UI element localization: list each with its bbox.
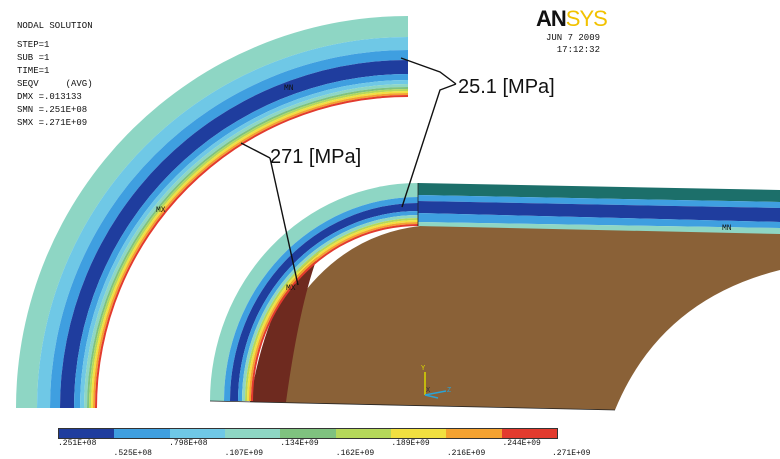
axis-y-label: Y bbox=[421, 365, 426, 373]
legend-label: .189E+09 bbox=[391, 439, 430, 448]
solution-info: NODAL SOLUTION STEP=1 SUB =1 TIME=1 SEQV… bbox=[17, 20, 93, 130]
legend-label: .251E+08 bbox=[58, 439, 97, 448]
right-model bbox=[209, 183, 780, 411]
color-legend: .251E+08 .525E+08 .798E+08 .107E+09 .134E+09… bbox=[58, 428, 590, 458]
mx-marker: MX bbox=[156, 206, 166, 215]
legend-swatch bbox=[335, 429, 391, 438]
mn-marker: MN bbox=[284, 84, 294, 93]
legend-swatch bbox=[224, 429, 281, 438]
info-time: TIME=1 bbox=[17, 66, 50, 76]
logo-sys: SYS bbox=[565, 6, 608, 31]
axis-x-label: X bbox=[426, 387, 431, 395]
info-smn: SMN =.251E+08 bbox=[17, 105, 88, 115]
legend-swatch bbox=[169, 429, 225, 438]
date-day: JUN 7 2009 bbox=[545, 33, 600, 43]
timestamp: JUN 7 2009 17:12:32 bbox=[528, 32, 600, 56]
legend-label: .107E+09 bbox=[224, 449, 264, 458]
legend-swatch bbox=[446, 429, 502, 438]
legend-label: .162E+09 bbox=[335, 449, 375, 458]
legend-label: .134E+09 bbox=[280, 439, 319, 448]
mx-marker-right: MX bbox=[286, 284, 296, 293]
callout-max-stress: 271 [MPa] bbox=[270, 146, 362, 168]
callout-min-stress: 25.1 [MPa] bbox=[458, 76, 555, 98]
legend-label: .271E+09 bbox=[552, 449, 591, 458]
info-seqv: SEQV (AVG) bbox=[17, 79, 93, 89]
legend-swatch bbox=[501, 429, 557, 438]
info-title: NODAL SOLUTION bbox=[17, 21, 93, 31]
legend-swatch bbox=[390, 429, 447, 438]
legend-swatch bbox=[280, 429, 336, 438]
legend-swatch bbox=[59, 429, 115, 438]
mn-marker-right: MN bbox=[722, 224, 732, 233]
legend-label: .216E+09 bbox=[446, 449, 486, 458]
callout-leaders bbox=[240, 57, 457, 286]
legend-label: .244E+09 bbox=[502, 439, 541, 448]
axis-z-label: Z bbox=[447, 387, 451, 395]
info-dmx: DMX =.013133 bbox=[17, 92, 82, 102]
info-sub: SUB =1 bbox=[17, 53, 50, 63]
legend-label: .525E+08 bbox=[113, 449, 152, 458]
date-time: 17:12:32 bbox=[556, 45, 600, 55]
legend-bar bbox=[58, 428, 558, 439]
ansys-logo: ANSYS bbox=[536, 6, 608, 32]
info-step: STEP=1 bbox=[17, 40, 50, 50]
axis-triad: Y X Z bbox=[421, 365, 451, 399]
legend-label: .798E+08 bbox=[169, 439, 208, 448]
legend-swatch bbox=[114, 429, 170, 438]
info-smx: SMX =.271E+09 bbox=[17, 118, 88, 128]
logo-an: AN bbox=[536, 6, 567, 31]
